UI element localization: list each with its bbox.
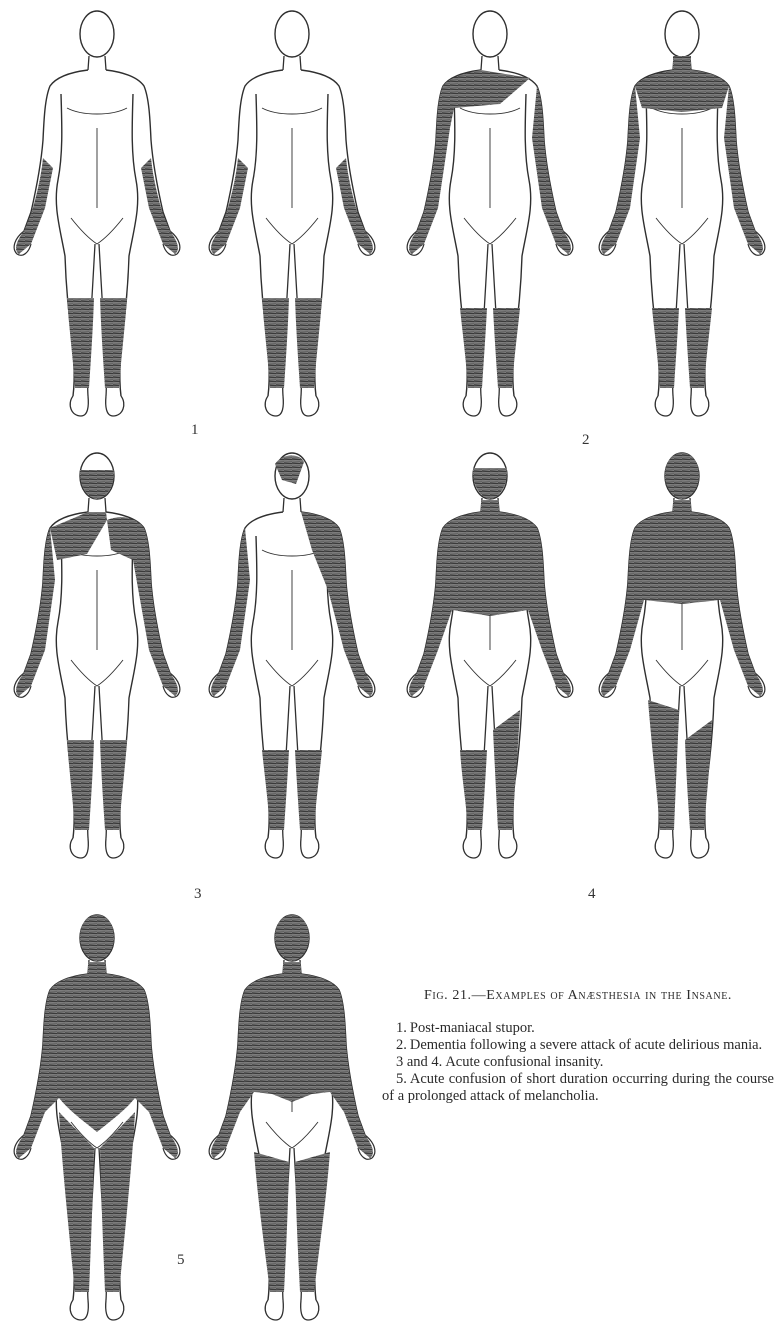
figure-5-front xyxy=(14,915,180,1320)
caption-item-1: 1.Post-maniacal stupor. xyxy=(382,1020,774,1037)
figure-3-front xyxy=(14,453,180,858)
figure-2-front xyxy=(407,11,573,416)
figure-1-front xyxy=(14,11,180,416)
figure-5-back xyxy=(209,915,375,1320)
shade-right-forearm xyxy=(141,158,178,254)
figure-number-4: 4 xyxy=(588,886,596,903)
figure-4-back xyxy=(599,453,765,858)
figure-number-3: 3 xyxy=(194,886,202,903)
figure-2-back xyxy=(599,11,765,416)
caption-item-3: 3 and 4.Acute confusional insanity. xyxy=(382,1054,774,1071)
caption-items: 1.Post-maniacal stupor. 2.Dementia follo… xyxy=(382,1020,774,1105)
figure-number-1: 1 xyxy=(191,422,199,439)
shade-lower-legs xyxy=(67,298,127,388)
caption-item-4: 5.Acute confusion of short duration occu… xyxy=(382,1071,774,1105)
caption-title: Fig. 21.—Examples of Anæsthesia in the I… xyxy=(382,987,774,1004)
figure-caption: Fig. 21.—Examples of Anæsthesia in the I… xyxy=(382,987,774,1105)
figure-3-back xyxy=(209,453,375,858)
figure-4-front xyxy=(407,453,573,858)
figure-number-5: 5 xyxy=(177,1252,185,1269)
shade-left-forearm xyxy=(16,158,53,254)
figure-1-back xyxy=(209,11,375,416)
figure-number-2: 2 xyxy=(582,432,590,449)
caption-item-2: 2.Dementia following a severe attack of … xyxy=(382,1037,774,1054)
